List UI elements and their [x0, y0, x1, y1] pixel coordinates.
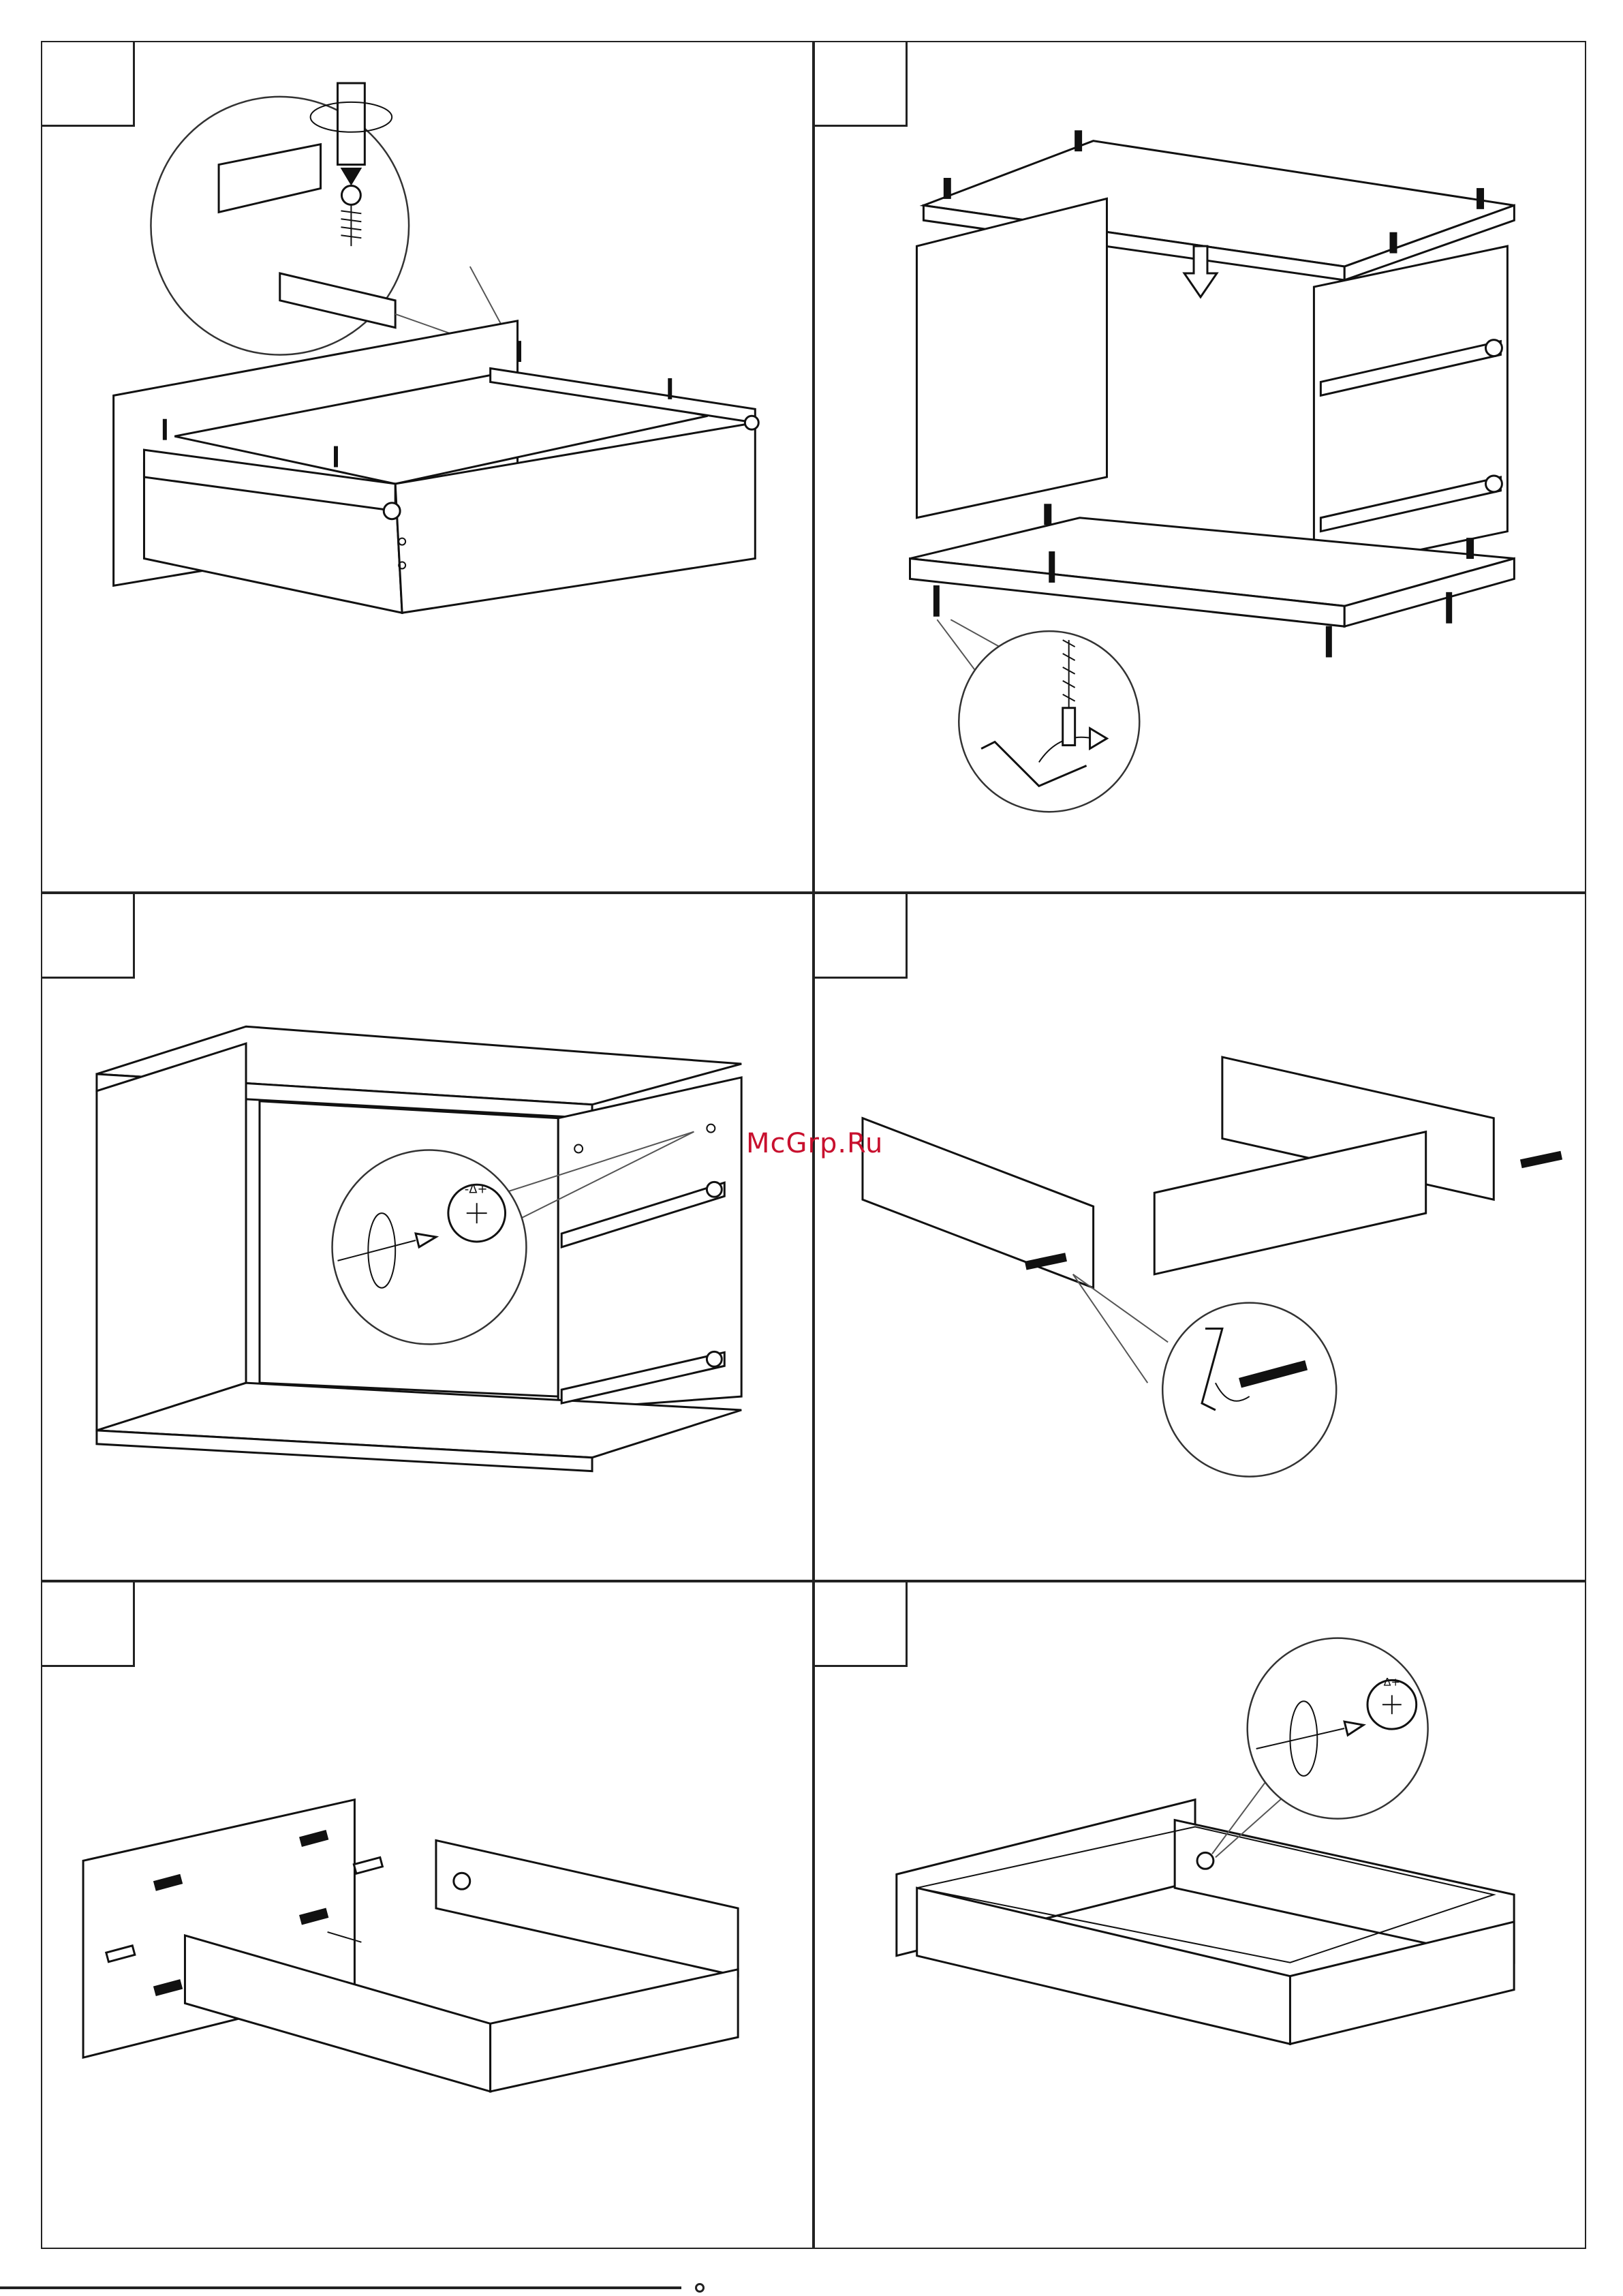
step-panel-4 — [814, 893, 1586, 1581]
step-panel-3: -Δ+ — [41, 893, 814, 1581]
detail-loupe — [959, 631, 1139, 812]
step-panel-2 — [814, 41, 1586, 893]
detail-loupe — [1162, 1303, 1336, 1477]
cam-lock-label: -Δ+ — [465, 1182, 488, 1196]
completed-drawer-illustration: -Δ+ — [815, 1582, 1585, 2248]
bottom-rule — [0, 2286, 681, 2289]
drawer-sides-illustration — [815, 894, 1585, 1580]
watermark: McGrp.Ru — [746, 1128, 883, 1159]
carcass-illustration — [815, 42, 1585, 891]
drawer-slide-illustration — [42, 42, 812, 891]
drawer-assembly-illustration — [42, 1582, 812, 2248]
cam-lock-label: -Δ+ — [1380, 1675, 1400, 1688]
step-panel-6: -Δ+ — [814, 1581, 1586, 2249]
step-panel-1 — [41, 41, 814, 893]
cabinet-cam-lock-illustration: -Δ+ — [42, 894, 812, 1580]
bottom-dot — [695, 2283, 705, 2293]
step-panel-5 — [41, 1581, 814, 2249]
detail-loupe — [333, 1150, 527, 1345]
